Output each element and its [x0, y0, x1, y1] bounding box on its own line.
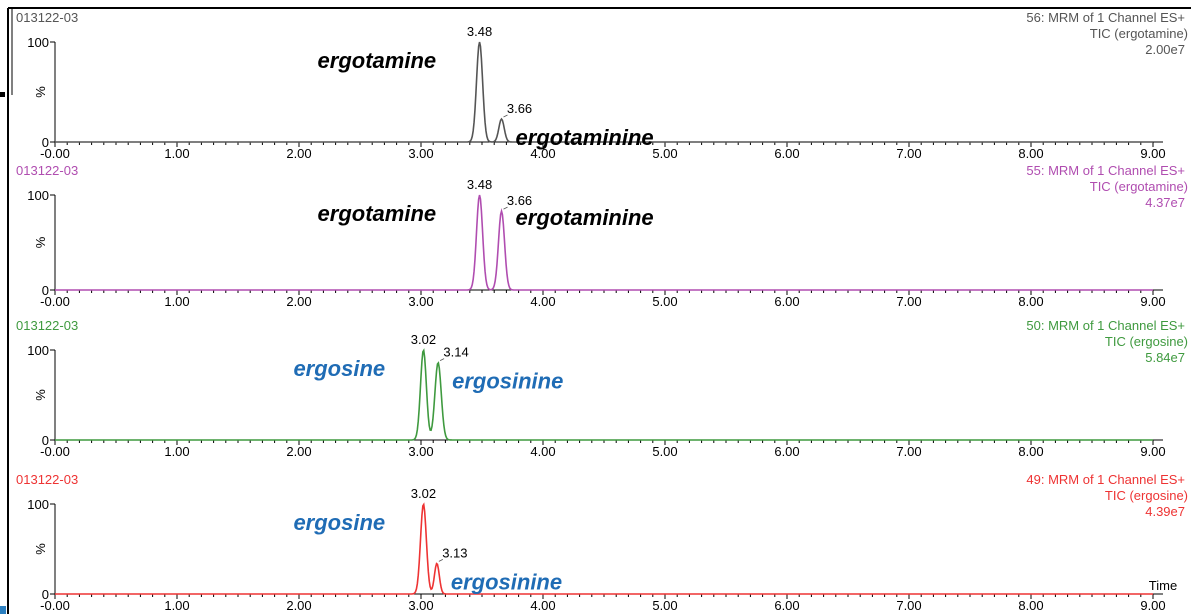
y-tick-label-0: 0 [42, 433, 49, 448]
y-unit-label: % [33, 86, 48, 98]
y-tick-label-0: 0 [42, 135, 49, 150]
x-tick-label: 2.00 [286, 146, 311, 161]
x-tick-label: 2.00 [286, 444, 311, 459]
x-tick-label: -0.00 [40, 294, 70, 309]
compound-label-ergotamine: ergotamine [318, 201, 437, 226]
trace-label: TIC (ergosine) [1105, 488, 1188, 503]
sample-id: 013122-03 [16, 163, 78, 178]
x-tick-label: 9.00 [1140, 598, 1165, 613]
trace-label: TIC (ergotamine) [1090, 26, 1188, 41]
y-tick-label-100: 100 [27, 343, 49, 358]
peak-rt-label: 3.66 [507, 193, 532, 208]
x-tick-label: 8.00 [1018, 294, 1043, 309]
x-tick-label: 4.00 [530, 444, 555, 459]
peak-leader-line [439, 358, 445, 361]
channel-label: 50: MRM of 1 Channel ES+ [1026, 318, 1185, 333]
trace-label: TIC (ergosine) [1105, 334, 1188, 349]
peak-rt-label: 3.48 [467, 24, 492, 39]
peak-rt-label: 3.13 [442, 545, 467, 560]
x-tick-label: 2.00 [286, 598, 311, 613]
compound-label-ergosinine: ergosinine [451, 569, 562, 594]
x-tick-label: 6.00 [774, 444, 799, 459]
channel-label: 49: MRM of 1 Channel ES+ [1026, 472, 1185, 487]
y-tick-label-100: 100 [27, 35, 49, 50]
x-tick-label: 7.00 [896, 598, 921, 613]
x-tick-label: 1.00 [164, 146, 189, 161]
x-tick-label: 5.00 [652, 294, 677, 309]
x-tick-label: 8.00 [1018, 146, 1043, 161]
chromatogram-trace [55, 502, 1153, 595]
intensity-label: 4.37e7 [1145, 195, 1185, 210]
compound-label-ergotamine: ergotamine [318, 48, 437, 73]
x-tick-label: -0.00 [40, 444, 70, 459]
x-tick-label: 3.00 [408, 294, 433, 309]
y-unit-label: % [33, 543, 48, 555]
x-tick-label: 7.00 [896, 146, 921, 161]
x-tick-label: 9.00 [1140, 444, 1165, 459]
y-tick-label-0: 0 [42, 283, 49, 298]
y-tick-label-0: 0 [42, 587, 49, 602]
peak-rt-label: 3.02 [411, 332, 436, 347]
corner-mark [0, 606, 6, 614]
compound-label-ergosine: ergosine [293, 510, 385, 535]
x-tick-label: -0.00 [40, 598, 70, 613]
x-tick-label: -0.00 [40, 146, 70, 161]
peak-leader-line [503, 114, 508, 118]
x-axis-title: Time [1149, 578, 1177, 593]
intensity-label: 4.39e7 [1145, 504, 1185, 519]
peak-leader-line [438, 559, 444, 562]
sample-id: 013122-03 [16, 472, 78, 487]
x-tick-label: 6.00 [774, 598, 799, 613]
x-tick-label: 7.00 [896, 294, 921, 309]
x-tick-label: 5.00 [652, 444, 677, 459]
peak-leader-line [503, 206, 508, 210]
compound-label-ergotaminine: ergotaminine [516, 205, 654, 230]
sample-id: 013122-03 [16, 318, 78, 333]
y-unit-label: % [33, 389, 48, 401]
x-tick-label: 8.00 [1018, 598, 1043, 613]
y-unit-label: % [33, 236, 48, 248]
sample-id: 013122-03 [16, 10, 78, 25]
peak-rt-label: 3.66 [507, 101, 532, 116]
compound-label-ergosine: ergosine [293, 356, 385, 381]
x-tick-label: 3.00 [408, 598, 433, 613]
intensity-label: 5.84e7 [1145, 350, 1185, 365]
peak-rt-label: 3.14 [443, 345, 468, 360]
x-tick-label: 2.00 [286, 294, 311, 309]
x-tick-label: 4.00 [530, 146, 555, 161]
x-tick-label: 6.00 [774, 146, 799, 161]
x-tick-label: 6.00 [774, 294, 799, 309]
peak-rt-label: 3.02 [411, 486, 436, 501]
channel-label: 55: MRM of 1 Channel ES+ [1026, 163, 1185, 178]
x-tick-label: 4.00 [530, 598, 555, 613]
x-tick-label: 3.00 [408, 146, 433, 161]
chromatogram-trace [55, 194, 1153, 291]
x-tick-label: 7.00 [896, 444, 921, 459]
trace-label: TIC (ergotamine) [1090, 179, 1188, 194]
intensity-label: 2.00e7 [1145, 42, 1185, 57]
y-tick-label-100: 100 [27, 188, 49, 203]
x-tick-label: 4.00 [530, 294, 555, 309]
peak-rt-label: 3.48 [467, 177, 492, 192]
marker-square [0, 92, 5, 97]
x-tick-label: 9.00 [1140, 146, 1165, 161]
compound-label-ergosinine: ergosinine [452, 369, 563, 394]
chromatogram-trace [55, 41, 1153, 143]
x-tick-label: 5.00 [652, 146, 677, 161]
y-tick-label-100: 100 [27, 497, 49, 512]
x-tick-label: 1.00 [164, 598, 189, 613]
x-tick-label: 8.00 [1018, 444, 1043, 459]
x-tick-label: 3.00 [408, 444, 433, 459]
x-tick-label: 1.00 [164, 444, 189, 459]
channel-label: 56: MRM of 1 Channel ES+ [1026, 10, 1185, 25]
compound-label-ergotaminine: ergotaminine [516, 125, 654, 150]
x-tick-label: 9.00 [1140, 294, 1165, 309]
x-tick-label: 1.00 [164, 294, 189, 309]
chromatogram-trace [55, 348, 1153, 441]
x-tick-label: 5.00 [652, 598, 677, 613]
